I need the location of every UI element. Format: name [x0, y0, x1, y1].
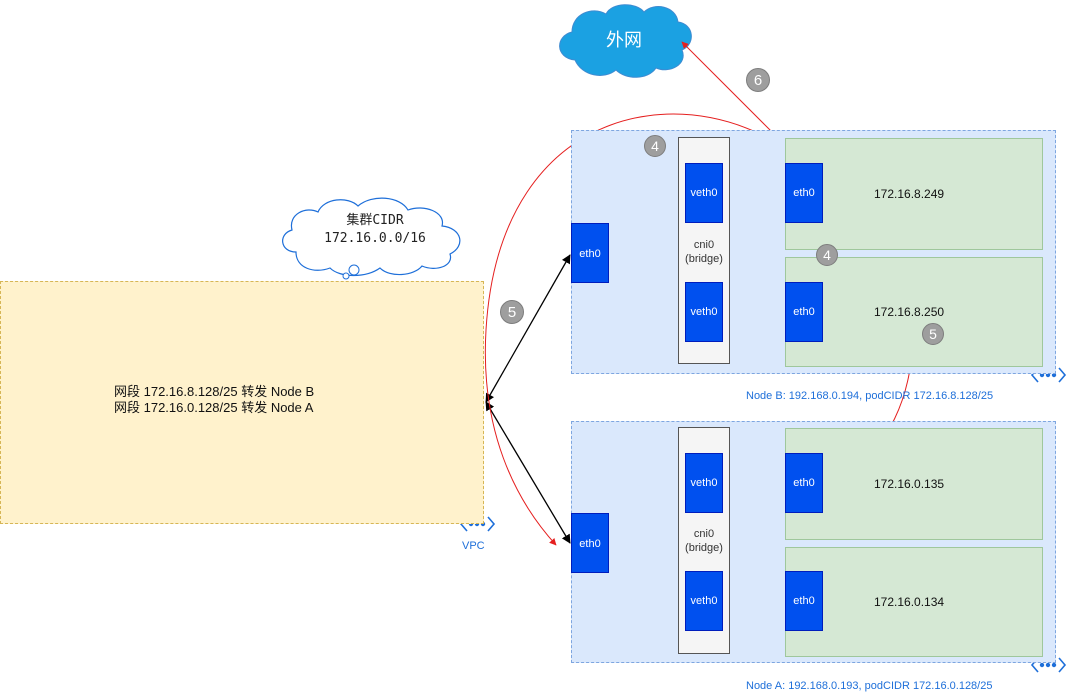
- path-5-cross-node: [484, 113, 801, 546]
- step-5-badge-cross-node: 5: [500, 300, 524, 324]
- link-vpc-node-b: [485, 254, 571, 403]
- cluster-cidr-label: 集群CIDR 172.16.0.0/16: [300, 212, 450, 248]
- node-b-pod-1-ip: 172.16.8.249: [874, 187, 945, 201]
- vpc-route-table: 网段 172.16.8.128/25 转发 Node B 网段 172.16.0…: [114, 384, 434, 416]
- step-4-badge-node-eth: 4: [644, 135, 666, 157]
- internet-label: 外网: [606, 30, 642, 50]
- node-b-caption: Node B: 192.168.0.194, podCIDR 172.16.8.…: [746, 390, 994, 402]
- node-a-bridge-label: cni0 (bridge): [679, 527, 729, 555]
- node-b-pod-2-ip: 172.16.8.250: [874, 305, 945, 319]
- vpc-region: [0, 281, 484, 524]
- vpc-route-node-a: 网段 172.16.0.128/25 转发 Node A: [114, 400, 314, 415]
- node-a-pod-1-eth0: eth0: [785, 453, 823, 513]
- node-b-pod-2: 172.16.8.250: [785, 257, 1043, 367]
- node-a-pod-2-eth0: eth0: [785, 571, 823, 631]
- node-a-pod-2: 172.16.0.134: [785, 547, 1043, 657]
- node-b-pod-2-eth0: eth0: [785, 282, 823, 342]
- node-b-pod-1: 172.16.8.249: [785, 138, 1043, 250]
- node-a-eth0: eth0: [571, 513, 609, 573]
- node-b-bridge-label: cni0 (bridge): [679, 238, 729, 266]
- node-a-pod-1: 172.16.0.135: [785, 428, 1043, 540]
- node-a-veth0-pod-1: veth0: [685, 453, 723, 513]
- cidr-cloud-tail-small: [342, 272, 350, 280]
- vpc-route-node-b: 网段 172.16.8.128/25 转发 Node B: [114, 384, 315, 399]
- cluster-cidr-value: 172.16.0.0/16: [324, 231, 426, 246]
- node-b-bridge-name: cni0: [693, 239, 715, 251]
- step-5-badge-pod-cross: 5: [922, 323, 944, 345]
- node-b-veth0-pod-2: veth0: [685, 282, 723, 342]
- vpc-label: VPC: [462, 540, 485, 552]
- cidr-cloud-tail-large: [348, 264, 360, 276]
- cluster-cidr-title: 集群CIDR: [346, 213, 404, 228]
- link-vpc-node-a: [485, 401, 571, 544]
- node-b-bridge-type: (bridge): [685, 253, 723, 265]
- node-a-veth0-pod-2: veth0: [685, 571, 723, 631]
- node-b-pod-1-eth0: eth0: [785, 163, 823, 223]
- step-6-badge: 6: [746, 68, 770, 92]
- node-a-bridge-type: (bridge): [685, 542, 723, 554]
- cidr-cloud: [282, 197, 461, 277]
- internet-cloud: [559, 4, 692, 78]
- node-b-eth0: eth0: [571, 223, 609, 283]
- step-4-badge-pod-pod: 4: [816, 244, 838, 266]
- node-a-pod-2-ip: 172.16.0.134: [874, 595, 945, 609]
- node-a-pod-1-ip: 172.16.0.135: [874, 477, 945, 491]
- node-a-bridge-name: cni0: [693, 528, 715, 540]
- node-a-caption: Node A: 192.168.0.193, podCIDR 172.16.0.…: [746, 680, 993, 692]
- node-b-veth0-pod-1: veth0: [685, 163, 723, 223]
